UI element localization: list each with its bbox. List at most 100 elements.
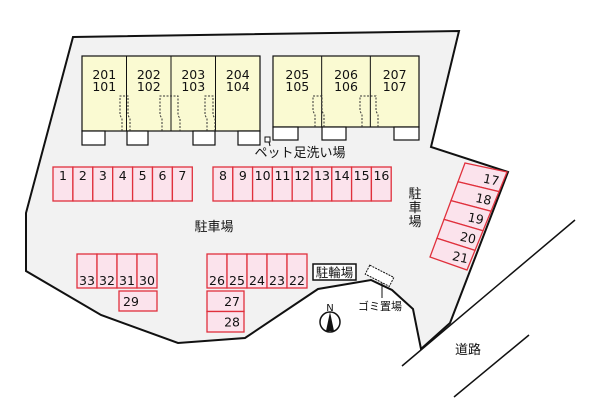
- parking-space-number: 32: [99, 273, 115, 288]
- garbage-area: [364, 264, 395, 288]
- parking-space-number: 18: [474, 190, 493, 208]
- unit-number-upper: 205: [285, 67, 309, 82]
- unit-number-upper: 202: [137, 67, 161, 82]
- balcony: [272, 126, 299, 141]
- unit-number-lower: 106: [334, 79, 358, 94]
- unit-number-lower: 101: [92, 79, 116, 94]
- parking-space-number: 33: [79, 273, 95, 288]
- parking-space: 31: [116, 253, 138, 289]
- parking-space: 18: [450, 181, 500, 212]
- parking-space-number: 3: [99, 168, 107, 183]
- unit-number-lower: 107: [383, 79, 407, 94]
- parking-space-number: 27: [224, 294, 240, 309]
- balcony: [192, 130, 216, 146]
- parking-space-number: 19: [466, 209, 485, 227]
- balcony: [321, 126, 347, 141]
- parking-space-number: 14: [334, 168, 350, 183]
- parking-space: 27: [206, 290, 245, 313]
- parking-space-number: 12: [294, 168, 310, 183]
- parking-space: 12: [291, 166, 313, 202]
- parking-space: 7: [171, 166, 193, 202]
- parking-space-number: 13: [314, 168, 330, 183]
- unit-number-lower: 105: [285, 79, 309, 94]
- stair-dotted-line: [119, 95, 131, 131]
- parking-space-number: 16: [373, 168, 389, 183]
- parking-space-number: 4: [119, 168, 127, 183]
- parking-space-number: 7: [178, 168, 186, 183]
- parking-space: 22: [286, 253, 308, 289]
- parking-space: 32: [96, 253, 118, 289]
- pet-wash-label: ペット足洗い場: [254, 146, 345, 161]
- parking-space: 24: [246, 253, 268, 289]
- unit-number-lower: 104: [226, 79, 250, 94]
- parking-space: 15: [350, 166, 373, 202]
- parking-space-number: 21: [451, 248, 470, 266]
- pet-wash-marker-line: [268, 141, 271, 147]
- unit-number-upper: 206: [334, 67, 358, 82]
- road-label: 道路: [455, 342, 481, 358]
- north-arrow-icon: N: [319, 303, 341, 333]
- parking-space-number: 22: [289, 273, 305, 288]
- parking-space: 19: [443, 199, 492, 232]
- parking-space: 9: [232, 166, 254, 202]
- parking-space-number: 6: [159, 168, 167, 183]
- parking-space-number: 5: [139, 168, 147, 183]
- road-edge-line: [453, 334, 530, 398]
- road-edge-line: [401, 219, 576, 367]
- unit-number-upper: 207: [383, 67, 407, 82]
- balcony: [126, 130, 149, 146]
- parking-space: 30: [136, 253, 158, 289]
- parking-space: 6: [151, 166, 174, 202]
- parking-space-number: 28: [224, 315, 240, 330]
- parking-space: 4: [112, 166, 134, 202]
- pet-wash-marker: [264, 136, 271, 143]
- bicycle-parking-label: 駐輪場: [316, 265, 354, 280]
- unit-number-lower: 102: [137, 79, 161, 94]
- parking-space: 33: [76, 253, 98, 289]
- parking-space-number: 15: [354, 168, 370, 183]
- parking-space: 29: [118, 290, 158, 312]
- parking-space: 10: [251, 166, 274, 202]
- parking-space: 28: [206, 310, 245, 333]
- parking-space-number: 9: [239, 168, 247, 183]
- parking-space: 23: [266, 253, 288, 289]
- parking-space-number: 2: [79, 168, 87, 183]
- parking-space: 21: [429, 237, 476, 271]
- balcony: [81, 130, 106, 146]
- parking-space-number: 25: [229, 273, 245, 288]
- parking-space-number: 31: [119, 273, 135, 288]
- balcony: [393, 126, 420, 141]
- parking-space-number: 10: [255, 168, 271, 183]
- balcony: [237, 130, 261, 146]
- parking-space: 11: [271, 166, 293, 202]
- parking-space-number: 30: [139, 273, 155, 288]
- parking-space: 14: [331, 166, 353, 202]
- parking-space-number: 23: [269, 273, 285, 288]
- unit-number-upper: 204: [226, 67, 250, 82]
- parking-space: 2: [72, 166, 94, 202]
- parking-space: 13: [311, 166, 333, 202]
- parking-space-number: 29: [123, 294, 139, 309]
- parking-space-number: 20: [459, 229, 478, 247]
- stair-dotted-line: [204, 95, 216, 131]
- svg-text:N: N: [326, 303, 333, 314]
- stair-dotted-line: [312, 95, 325, 127]
- parking-space: 8: [212, 166, 234, 202]
- bicycle-parking-box: [312, 263, 357, 281]
- stair-dotted-line: [359, 95, 379, 127]
- parking-space: 5: [131, 166, 154, 202]
- parking-side-label: 駐車場: [408, 187, 421, 230]
- buildings: 2011012021022031032041042051052061062071…: [81, 55, 420, 146]
- parking-space: 1: [52, 166, 74, 202]
- unit-number-upper: 201: [92, 67, 116, 82]
